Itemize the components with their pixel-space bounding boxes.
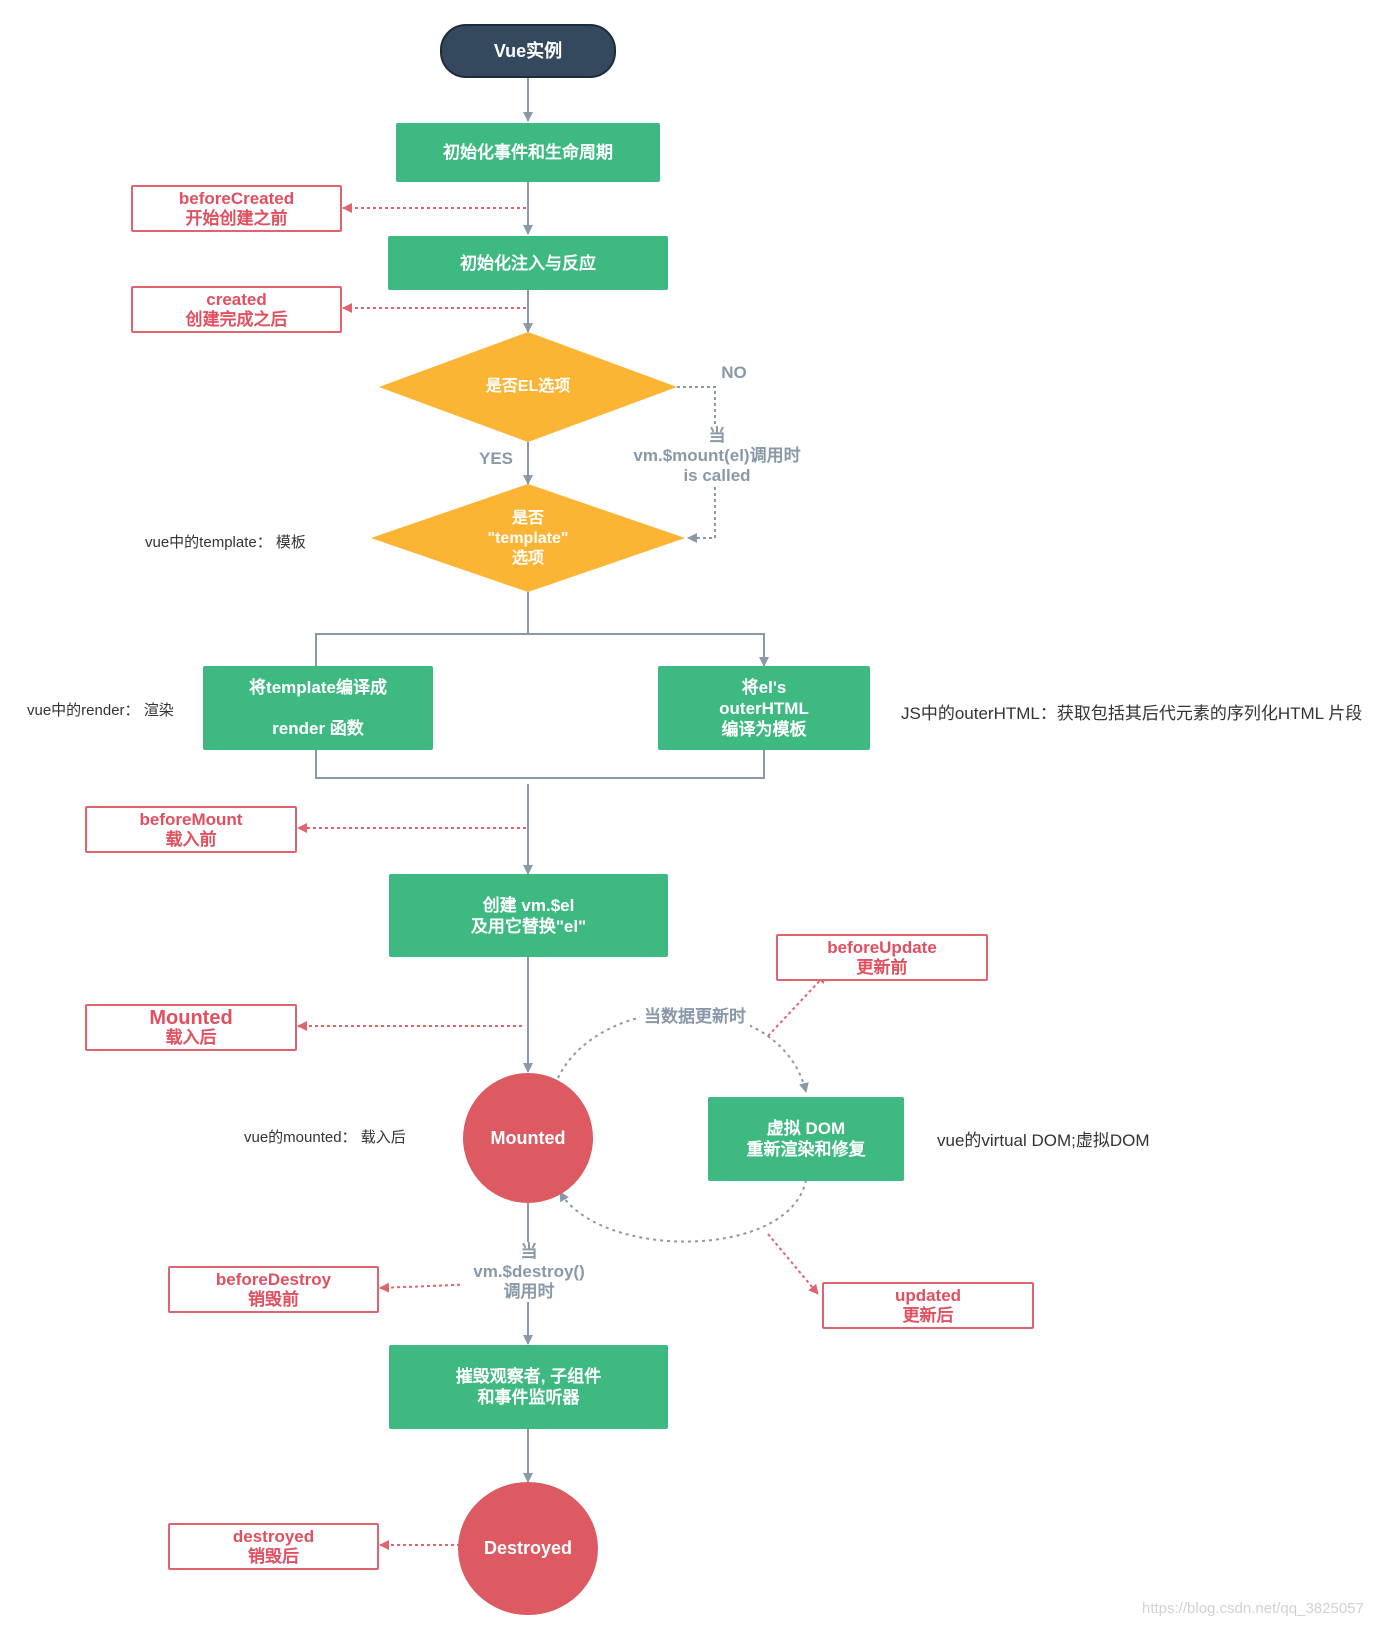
hook-destroyed: destroyed 销毁后 xyxy=(168,1523,379,1570)
has-el-label: 是否EL选项 xyxy=(485,378,571,395)
teardown-node: 摧毁观察者, 子组件 和事件监听器 xyxy=(389,1345,668,1429)
edge-label-destroy-called: 当 vm.$destroy() 调用时 xyxy=(462,1242,596,1302)
hook-updated-name: updated xyxy=(894,1285,962,1305)
edge-label-yes-text: YES xyxy=(478,449,514,468)
hook-before-mount: beforeMount 载入前 xyxy=(85,806,297,853)
virtual-dom-node: 虚拟 DOM 重新渲染和修复 xyxy=(708,1097,904,1181)
watermark: https://blog.csdn.net/qq_3825057 xyxy=(1142,1600,1364,1617)
init-events-node: 初始化事件和生命周期 xyxy=(396,123,660,182)
mount-called-line1: 当 xyxy=(708,426,726,445)
destroyed-state-label: Destroyed xyxy=(483,1538,573,1558)
compile-el-node: 将el's outerHTML 编译为模板 xyxy=(658,666,870,750)
teardown-line1: 摧毁观察者, 子组件 xyxy=(455,1367,602,1386)
note-render: vue中的render： 渲染 xyxy=(27,702,174,719)
has-template-line2: "template" xyxy=(487,530,569,547)
hook-updated-desc: 更新后 xyxy=(902,1305,954,1325)
edge-label-data-updated: 当数据更新时 xyxy=(640,1007,750,1027)
note-outer-html: JS中的outerHTML：获取包括其后代元素的序列化HTML 片段 xyxy=(901,704,1363,723)
hook-mounted-name: Mounted xyxy=(149,1006,233,1029)
has-template-decision: 是否 "template" 选项 xyxy=(448,508,608,570)
destroy-called-line1: 当 xyxy=(520,1242,538,1261)
init-injections-node: 初始化注入与反应 xyxy=(388,236,668,290)
hook-before-destroy-desc: 销毁前 xyxy=(248,1289,299,1309)
hook-destroyed-name: destroyed xyxy=(232,1526,315,1546)
compile-el-line1: 将el's xyxy=(741,677,787,697)
hook-before-destroy-name: beforeDestroy xyxy=(215,1269,332,1289)
hook-before-mount-name: beforeMount xyxy=(139,809,243,829)
virtual-dom-line1: 虚拟 DOM xyxy=(766,1119,846,1138)
destroyed-state-circle: Destroyed xyxy=(458,1482,598,1615)
hook-before-created: beforeCreated 开始创建之前 xyxy=(131,185,342,232)
compile-el-line2: outerHTML xyxy=(719,698,809,718)
has-template-diamond xyxy=(371,484,685,592)
edge-label-no-text: NO xyxy=(721,363,747,382)
hook-before-mount-desc: 载入前 xyxy=(165,829,217,849)
create-el-node: 创建 vm.$el 及用它替换"el" xyxy=(389,874,668,957)
compile-template-node: 将template编译成 render 函数 xyxy=(203,666,433,750)
vue-instance-label: Vue实例 xyxy=(493,40,563,61)
hook-before-created-name: beforeCreated xyxy=(178,188,295,208)
mounted-state-label: Mounted xyxy=(490,1127,566,1148)
create-el-line1: 创建 vm.$el xyxy=(482,895,575,915)
compile-template-line1: 将template编译成 xyxy=(249,678,387,697)
init-injections-label: 初始化注入与反应 xyxy=(460,253,596,273)
mount-called-line2: vm.$mount(el)调用时 xyxy=(633,446,801,465)
hook-before-update: beforeUpdate 更新前 xyxy=(776,934,988,981)
hook-mounted: Mounted 载入后 xyxy=(85,1004,297,1051)
hook-created: created 创建完成之后 xyxy=(131,286,342,333)
has-el-decision: 是否EL选项 xyxy=(448,377,608,397)
hook-destroyed-desc: 销毁后 xyxy=(248,1546,299,1566)
virtual-dom-line2: 重新渲染和修复 xyxy=(746,1140,866,1159)
destroy-called-line2: vm.$destroy() xyxy=(473,1262,585,1281)
hook-mounted-desc: 载入后 xyxy=(165,1027,217,1047)
init-events-label: 初始化事件和生命周期 xyxy=(443,143,613,162)
mount-called-line3: is called xyxy=(683,466,751,485)
data-updated-text: 当数据更新时 xyxy=(644,1007,746,1026)
teardown-line2: 和事件监听器 xyxy=(477,1388,580,1407)
note-virtual-dom: vue的virtual DOM;虚拟DOM xyxy=(937,1131,1150,1150)
mounted-state-circle: Mounted xyxy=(463,1073,593,1203)
compile-el-line3: 编译为模板 xyxy=(721,719,807,739)
edge-label-mount-called: 当 vm.$mount(el)调用时 is called xyxy=(622,426,812,486)
edge-label-no: NO xyxy=(714,363,754,383)
hook-before-update-name: beforeUpdate xyxy=(827,937,937,957)
hook-before-destroy: beforeDestroy 销毁前 xyxy=(168,1266,379,1313)
has-template-line1: 是否 xyxy=(511,510,544,527)
hook-created-desc: 创建完成之后 xyxy=(185,309,288,329)
hook-before-update-desc: 更新前 xyxy=(856,957,908,977)
create-el-line2: 及用它替换"el" xyxy=(470,916,587,936)
compile-template-line2: render 函数 xyxy=(272,719,364,738)
hook-created-name: created xyxy=(206,289,267,309)
note-template: vue中的template： 模板 xyxy=(145,534,306,551)
hook-updated: updated 更新后 xyxy=(822,1282,1034,1329)
note-mounted: vue的mounted： 载入后 xyxy=(244,1129,406,1146)
has-el-diamond xyxy=(379,332,677,442)
hook-before-created-desc: 开始创建之前 xyxy=(185,208,288,228)
edge-label-yes: YES xyxy=(474,449,518,469)
destroy-called-line3: 调用时 xyxy=(503,1282,555,1301)
has-template-line3: 选项 xyxy=(511,550,544,567)
vue-instance-node: Vue实例 xyxy=(440,24,616,78)
